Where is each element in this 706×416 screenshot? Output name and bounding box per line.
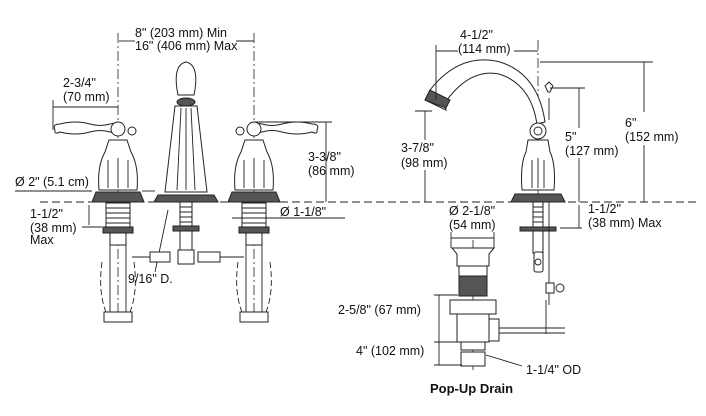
handle-height-in: 3-3/8" bbox=[308, 150, 341, 164]
left-handle-valve bbox=[53, 121, 145, 323]
spread-max-label: 16" (406 mm) Max bbox=[135, 39, 238, 53]
right-handle-valve bbox=[227, 121, 319, 323]
tailpiece-label: 1-1/4" OD bbox=[526, 363, 581, 377]
total-height-dimension: 6" (152 mm) bbox=[540, 61, 678, 202]
spout-reach-in: 4-1/2" bbox=[460, 28, 493, 42]
spout-height-in: 3-7/8" bbox=[401, 141, 434, 155]
drain-diameter-mm: (54 mm) bbox=[449, 218, 496, 232]
spout-front bbox=[132, 61, 244, 265]
pop-up-drain bbox=[449, 247, 565, 367]
spout-reach-dimension: 4-1/2" (114 mm) bbox=[435, 28, 538, 100]
deck-mm: (38 mm) bbox=[30, 221, 77, 235]
spout-height-dimension: 3-7/8" (98 mm) bbox=[401, 110, 448, 202]
drain-body-dimension: 2-5/8" (67 mm) 4" (102 mm) bbox=[338, 294, 462, 366]
deck-thickness-side: 1-1/2" (38 mm) Max bbox=[560, 202, 662, 230]
pop-up-drain-caption: Pop-Up Drain bbox=[430, 381, 513, 396]
drain-diameter-dimension: Ø 2-1/8" (54 mm) bbox=[449, 204, 496, 248]
drain-diameter-in: Ø 2-1/8" bbox=[449, 204, 495, 218]
spout-reach-mm: (114 mm) bbox=[458, 42, 511, 56]
lift-rod-height-dimension: 5" (127 mm) bbox=[550, 87, 618, 202]
total-height-mm: (152 mm) bbox=[625, 130, 678, 144]
drain-total-label: 4" (102 mm) bbox=[356, 344, 424, 358]
deck-in: 1-1/2" bbox=[30, 207, 63, 221]
spread-min-label: 8" (203 mm) Min bbox=[135, 26, 227, 40]
spread-dimension: 8" (203 mm) Min 16" (406 mm) Max bbox=[119, 26, 254, 53]
handle-height-mm: (86 mm) bbox=[308, 164, 355, 178]
connector-label: 9/16" D. bbox=[128, 272, 173, 286]
lift-height-mm: (127 mm) bbox=[565, 144, 618, 158]
lift-height-in: 5" bbox=[565, 130, 576, 144]
total-height-in: 6" bbox=[625, 116, 636, 130]
base-diameter-label: Ø 2" (5.1 cm) bbox=[15, 175, 89, 189]
deck-max: Max bbox=[30, 233, 54, 247]
spout-side bbox=[424, 59, 566, 305]
spout-height-mm: (98 mm) bbox=[401, 156, 448, 170]
side-deck-mm: (38 mm) Max bbox=[588, 216, 662, 230]
handle-reach-mm: (70 mm) bbox=[63, 90, 110, 104]
handle-height-dimension: 3-3/8" (86 mm) bbox=[255, 121, 355, 202]
hole-diameter-label: Ø 1-1/8" bbox=[280, 205, 326, 219]
drain-body-label: 2-5/8" (67 mm) bbox=[338, 303, 421, 317]
deck-thickness-front: 1-1/2" (38 mm) Max bbox=[30, 205, 102, 247]
handle-reach-in: 2-3/4" bbox=[63, 76, 96, 90]
handle-reach-dimension: 2-3/4" (70 mm) bbox=[52, 76, 118, 130]
side-deck-in: 1-1/2" bbox=[588, 202, 621, 216]
